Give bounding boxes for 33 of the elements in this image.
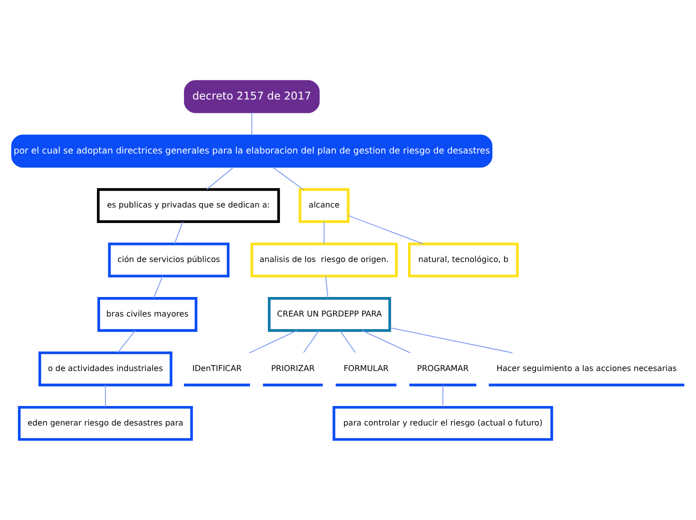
node-box: eden generar riesgo de desastres para xyxy=(18,406,193,441)
connector xyxy=(340,330,356,354)
node-box: bras civiles mayores xyxy=(97,297,198,332)
node-box: o de actividades industriales xyxy=(38,352,172,386)
connector xyxy=(104,384,106,408)
node-box: ción de servicios públicos xyxy=(108,242,230,278)
connector xyxy=(249,330,298,354)
node-box: para controlar y reducir el riesgo (actual o futuro) xyxy=(332,406,554,441)
connector xyxy=(324,221,325,244)
node-box: es publicas y privadas que se dedican a: xyxy=(96,188,280,223)
connector xyxy=(303,330,320,354)
connector xyxy=(174,221,184,244)
node-text: IDenTIFICAR xyxy=(192,364,242,373)
connector xyxy=(153,276,164,299)
connector xyxy=(348,215,424,244)
node-text: Hacer seguimiento a las acciones necesarias xyxy=(496,364,677,373)
connector xyxy=(362,330,411,354)
node-box: CREAR UN PGRDEPP PARA xyxy=(268,297,392,332)
connector xyxy=(442,384,444,408)
node-box: natural, tecnológico, b xyxy=(408,242,519,278)
node-box: decreto 2157 de 2017 xyxy=(184,80,320,114)
connector xyxy=(206,166,234,190)
node-box: por el cual se adoptan directrices generales para la elaboracion del plan de gestion de riesgo de desastres xyxy=(11,134,492,168)
connector xyxy=(117,330,136,354)
connector xyxy=(272,166,304,190)
connector xyxy=(325,276,328,299)
node-text: FORMULAR xyxy=(344,364,389,373)
connector xyxy=(251,112,252,136)
node-box: alcance xyxy=(298,188,350,223)
connector xyxy=(389,327,513,354)
node-text: PRIORIZAR xyxy=(271,364,315,373)
node-box: analisis de los riesgo de origen. xyxy=(250,242,398,278)
node-text: PROGRAMAR xyxy=(417,364,469,373)
